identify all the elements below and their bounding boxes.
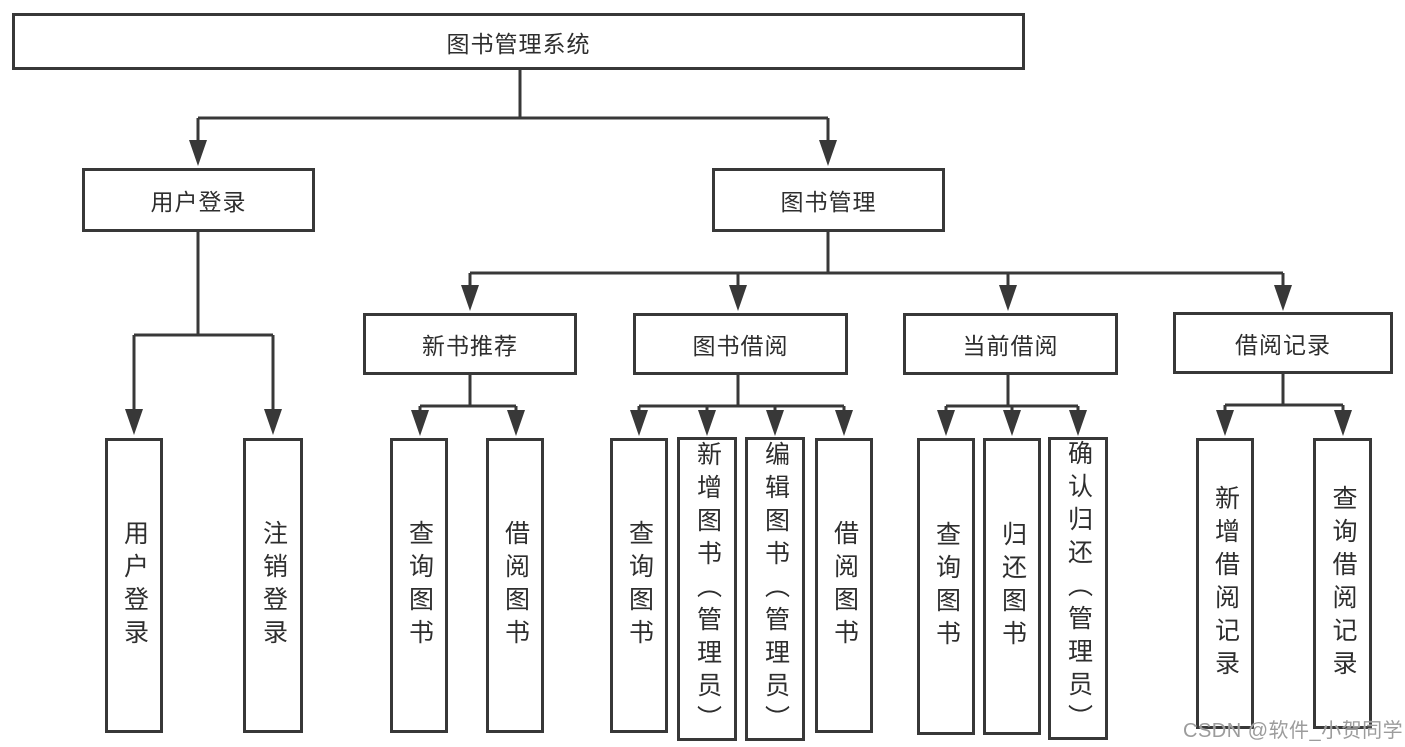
leaf-edit-books-admin: 编辑图书（管理员）: [745, 437, 805, 741]
node-book-borrow-label: 图书借阅: [692, 333, 789, 359]
node-borrow-records: 借阅记录: [1173, 312, 1393, 374]
connector-newbook-group: [418, 375, 518, 416]
leaf-query-borrow-record: 查询借阅记录: [1313, 438, 1372, 729]
node-book-management-label: 图书管理: [780, 189, 877, 215]
leaf-return-books-label: 归还图书: [998, 520, 1027, 653]
node-new-book-recommend-label: 新书推荐: [422, 333, 518, 359]
node-book-borrow: 图书借阅: [633, 313, 848, 375]
leaf-user-login-label: 用户登录: [120, 519, 149, 652]
watermark: CSDN @软件_小贺同学: [1183, 720, 1404, 742]
leaf-query-books-1: 查询图书: [390, 438, 448, 733]
leaf-query-books-3: 查询图书: [917, 438, 975, 735]
leaf-edit-books-admin-label: 编辑图书（管理员）: [761, 440, 790, 738]
leaf-logout-label: 注销登录: [259, 519, 288, 652]
connector-root-to-level2: [196, 70, 830, 145]
leaf-borrow-books-1-label: 借阅图书: [501, 519, 530, 652]
node-book-management: 图书管理: [712, 168, 945, 232]
leaf-add-books-admin: 新增图书（管理员）: [677, 437, 737, 741]
leaf-query-books-2: 查询图书: [610, 438, 668, 733]
connector-bookmgmt-to-level3: [468, 232, 1285, 290]
leaf-confirm-return-admin: 确认归还（管理员）: [1048, 437, 1108, 740]
leaf-add-borrow-record: 新增借阅记录: [1196, 438, 1254, 729]
node-current-borrow-label: 当前借阅: [962, 333, 1059, 359]
arrowheads: [125, 140, 1352, 436]
leaf-query-books-2-label: 查询图书: [625, 519, 654, 652]
node-root: 图书管理系统: [12, 13, 1025, 70]
node-root-label: 图书管理系统: [446, 30, 591, 57]
leaf-query-borrow-record-label: 查询借阅记录: [1329, 484, 1357, 683]
connector-userlogin-group: [132, 232, 275, 414]
leaf-borrow-books-2-label: 借阅图书: [830, 519, 859, 652]
leaf-user-login: 用户登录: [105, 438, 163, 733]
node-user-login: 用户登录: [82, 168, 315, 232]
node-current-borrow: 当前借阅: [903, 313, 1118, 375]
node-new-book-recommend: 新书推荐: [363, 313, 577, 375]
leaf-add-books-admin-label: 新增图书（管理员）: [693, 440, 722, 738]
leaf-add-borrow-record-label: 新增借阅记录: [1211, 484, 1240, 683]
leaf-query-books-1-label: 查询图书: [405, 519, 434, 652]
leaf-return-books: 归还图书: [983, 438, 1041, 735]
connector-bookborrow-group: [637, 375, 846, 416]
leaf-confirm-return-admin-label: 确认归还（管理员）: [1064, 440, 1093, 737]
leaf-query-books-3-label: 查询图书: [932, 520, 961, 653]
leaf-borrow-books-2: 借阅图书: [815, 438, 873, 733]
connector-borrowrecord-group: [1223, 374, 1345, 416]
leaf-logout: 注销登录: [243, 438, 303, 733]
node-borrow-records-label: 借阅记录: [1235, 332, 1331, 358]
leaf-borrow-books-1: 借阅图书: [486, 438, 544, 733]
connector-currentborrow-group: [944, 375, 1080, 416]
node-user-login-label: 用户登录: [150, 189, 247, 215]
